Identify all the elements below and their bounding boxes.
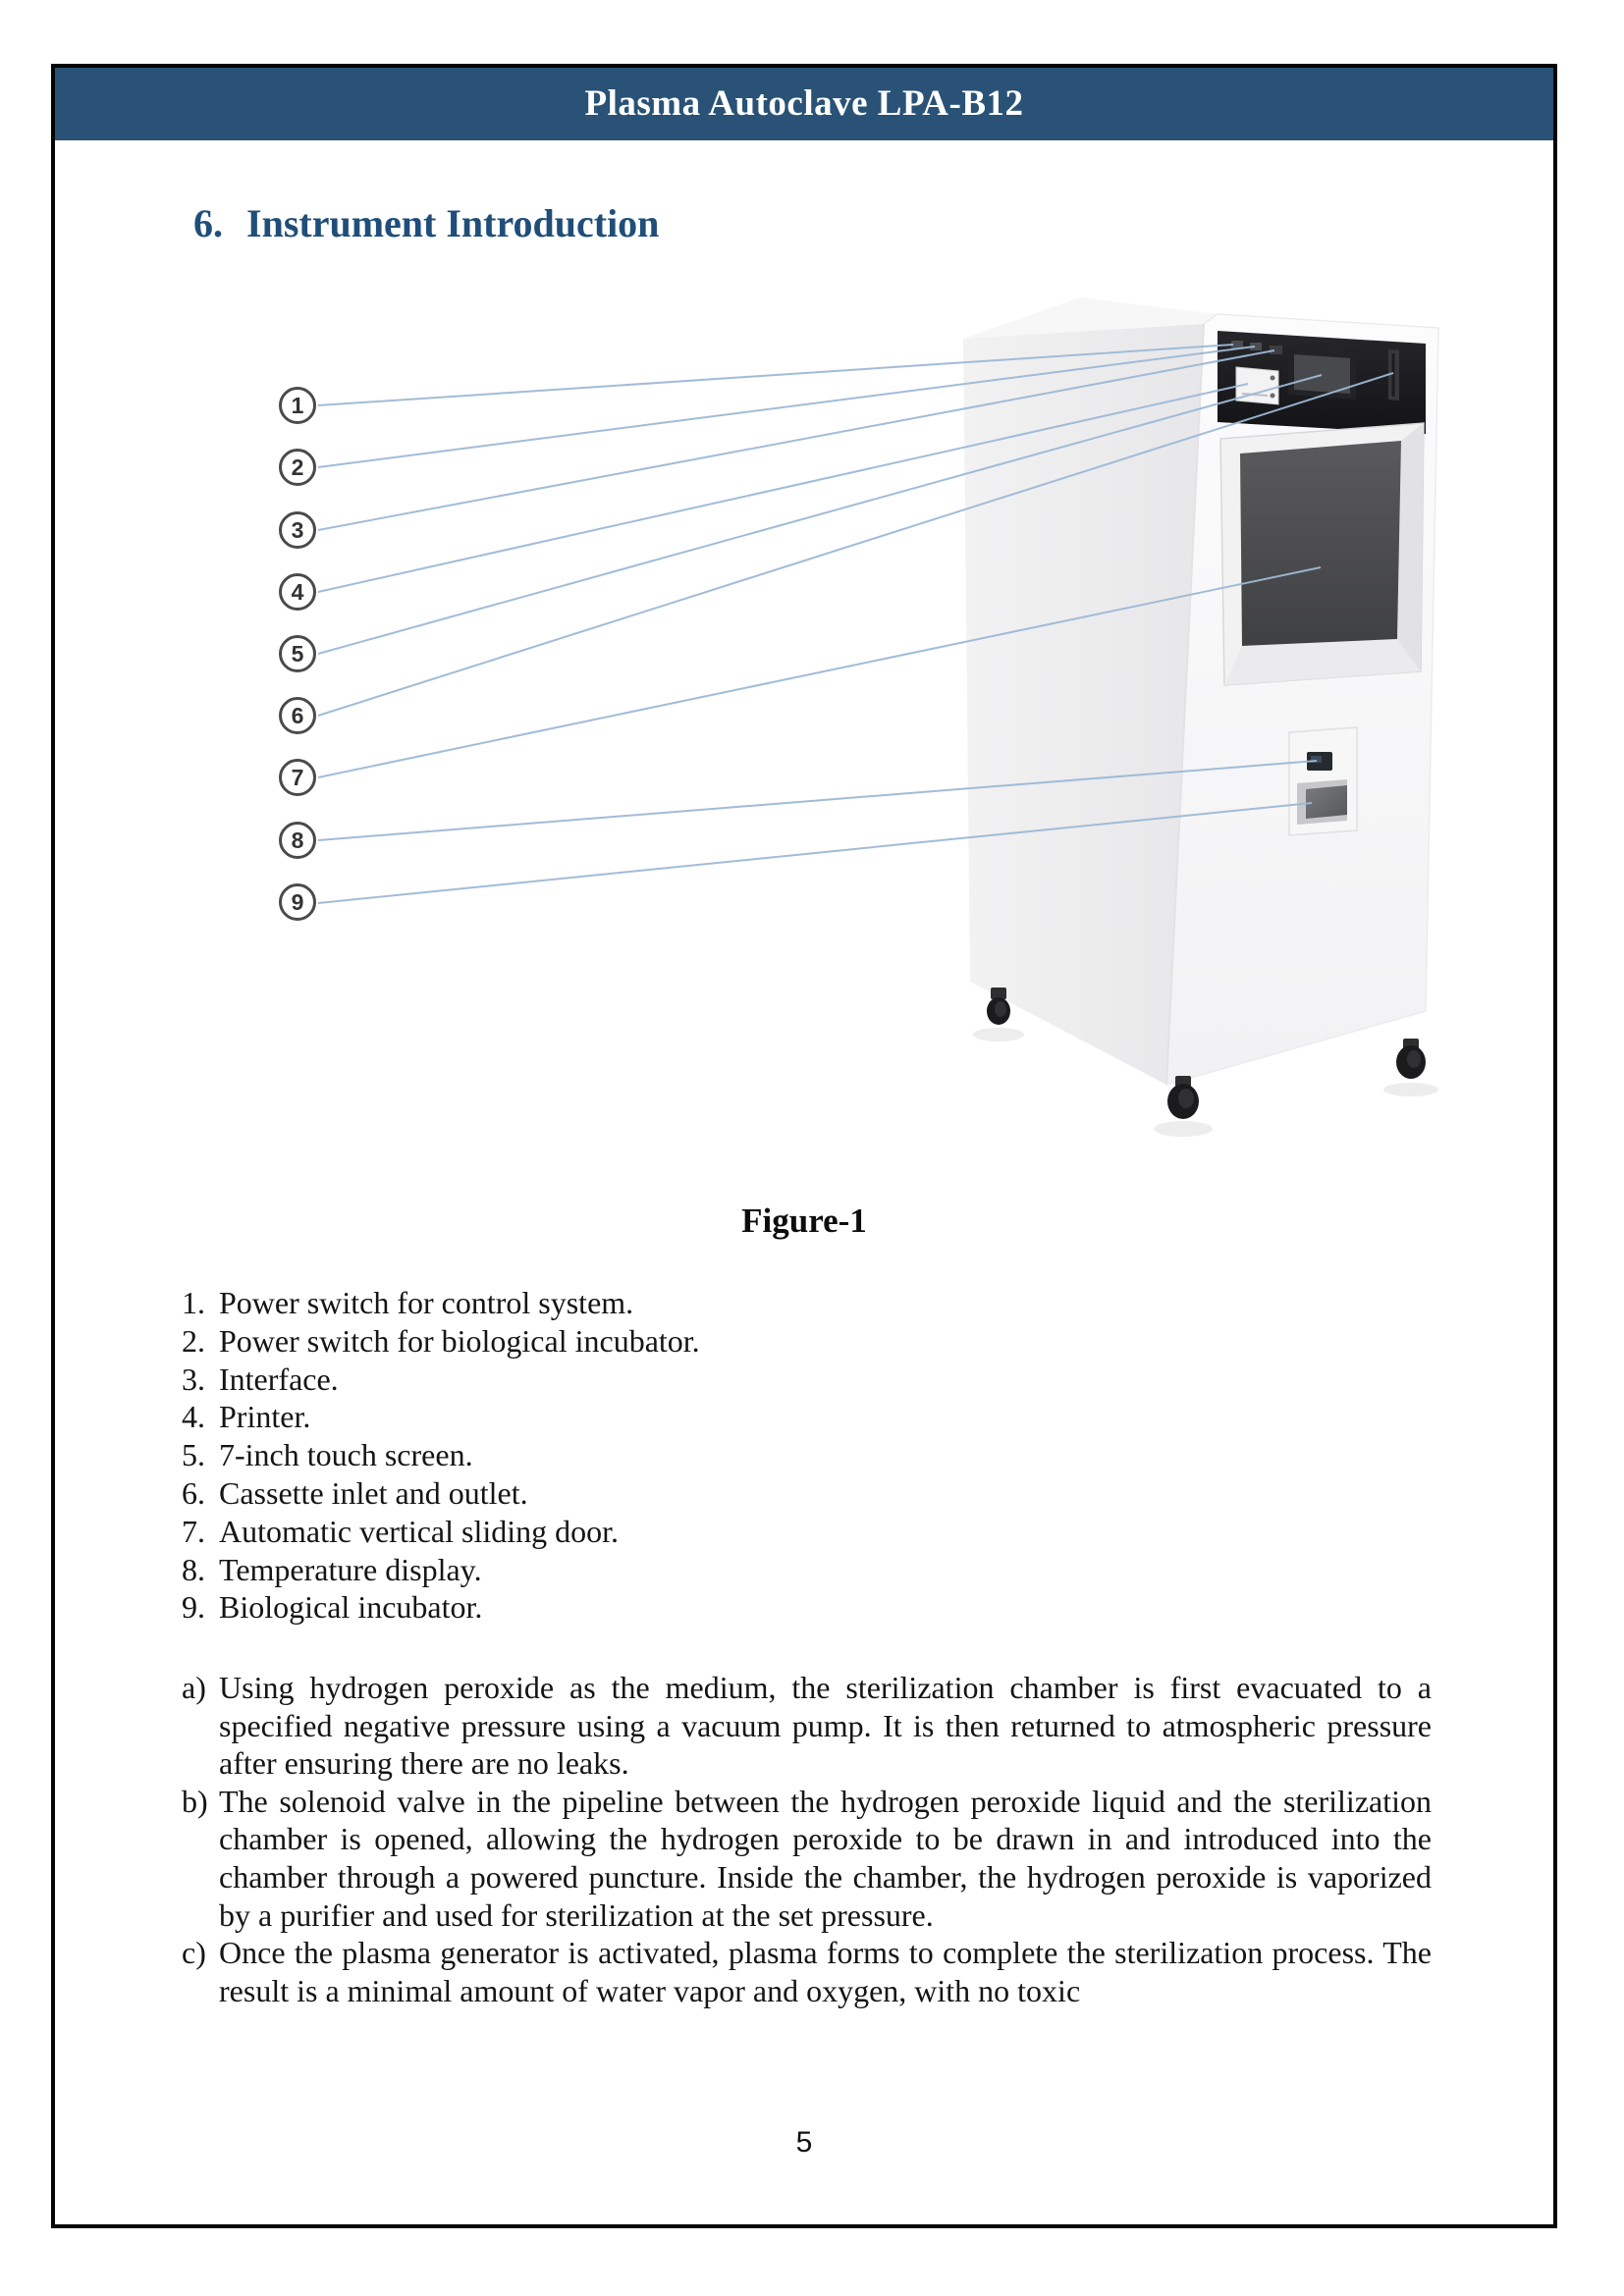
list-text: Biological incubator. <box>219 1589 483 1626</box>
callout-8-label: 8 <box>291 827 304 853</box>
paragraph-marker: c) <box>182 1935 206 1971</box>
callout-4: 4 <box>279 573 316 611</box>
parts-list: 1. Power switch for control system. 2. Pow… <box>182 1284 700 1627</box>
callout-7-label: 7 <box>291 764 304 790</box>
section-number: 6. <box>193 201 223 245</box>
cabinet-side-face <box>963 324 1204 1085</box>
printer-detail <box>1270 375 1275 381</box>
list-text: Power switch for control system. <box>219 1285 634 1320</box>
list-text: Temperature display. <box>219 1551 482 1587</box>
autoclave-illustration <box>317 297 1439 1137</box>
cabinet-corner-edge <box>1165 323 1205 1086</box>
list-marker: 7. <box>182 1513 205 1549</box>
interface-port-icon <box>1270 346 1282 354</box>
paragraph-b: b) The solenoid valve in the pipeline bet… <box>182 1783 1432 1934</box>
description-paragraphs: a) Using hydrogen peroxide as the medium,… <box>182 1669 1432 2009</box>
callout-2: 2 <box>279 449 316 486</box>
callout-1: 1 <box>279 387 316 424</box>
caster-wheel <box>987 988 1010 1025</box>
callout-9: 9 <box>279 883 316 921</box>
list-text: Printer. <box>219 1399 311 1435</box>
list-item: 6. Cassette inlet and outlet. <box>182 1474 700 1513</box>
page-header-band: Plasma Autoclave LPA-B12 <box>55 68 1553 140</box>
leader-line-8 <box>317 760 1318 841</box>
list-item: 4. Printer. <box>182 1398 700 1436</box>
paragraph-marker: a) <box>182 1670 206 1705</box>
leader-line-7 <box>317 566 1322 778</box>
incubator-opening <box>1306 785 1347 819</box>
callout-7: 7 <box>279 759 316 796</box>
callout-3-label: 3 <box>291 516 304 543</box>
list-item: 8. Temperature display. <box>182 1551 700 1589</box>
callout-5-label: 5 <box>291 640 304 667</box>
leader-line-2 <box>317 346 1256 468</box>
door-recess-right-bevel <box>1397 423 1424 671</box>
section-title: Instrument Introduction <box>246 201 660 245</box>
list-text: Cassette inlet and outlet. <box>219 1474 528 1511</box>
wheel-shadow <box>973 1028 1024 1041</box>
paragraph-text: Once the plasma generator is activated, … <box>219 1935 1432 2008</box>
door-recess-bottom-bevel <box>1224 639 1421 685</box>
cabinet-top-face <box>963 297 1218 339</box>
callout-3: 3 <box>279 511 316 549</box>
list-marker: 3. <box>182 1361 205 1397</box>
power-switch-incubator-icon <box>1250 343 1262 350</box>
paragraph-marker: b) <box>182 1783 208 1819</box>
callout-6-label: 6 <box>291 702 304 728</box>
document-title: Plasma Autoclave LPA-B12 <box>584 83 1024 124</box>
list-text: Power switch for biological incubator. <box>219 1322 700 1359</box>
paragraph-c: c) Once the plasma generator is activated… <box>182 1934 1432 2009</box>
wheel-shadow <box>1383 1083 1438 1096</box>
callout-6: 6 <box>279 697 316 734</box>
paragraph-text: Using hydrogen peroxide as the medium, t… <box>219 1670 1432 1782</box>
paragraph-a: a) Using hydrogen peroxide as the medium,… <box>182 1669 1432 1783</box>
list-marker: 9. <box>182 1589 205 1626</box>
list-item: 1. Power switch for control system. <box>182 1284 700 1322</box>
list-item: 2. Power switch for biological incubator. <box>182 1322 700 1361</box>
list-marker: 4. <box>182 1399 205 1435</box>
leader-line-1 <box>317 344 1234 406</box>
list-marker: 5. <box>182 1437 205 1473</box>
printer-slot <box>1241 393 1269 397</box>
list-text: Automatic vertical sliding door. <box>219 1513 620 1549</box>
callout-8: 8 <box>279 822 316 859</box>
callout-4-label: 4 <box>291 578 304 605</box>
list-text: 7-inch touch screen. <box>219 1437 473 1473</box>
list-marker: 6. <box>182 1474 205 1511</box>
figure-caption: Figure-1 <box>741 1201 867 1240</box>
page-number: 5 <box>795 2126 813 2159</box>
paragraph-text: The solenoid valve in the pipeline betwe… <box>219 1783 1432 1933</box>
list-item: 9. Biological incubator. <box>182 1588 700 1627</box>
touch-screen-icon <box>1294 354 1350 394</box>
list-marker: 1. <box>182 1285 205 1320</box>
leader-line-5 <box>317 374 1323 655</box>
temperature-display-digits <box>1311 756 1322 763</box>
leader-line-4 <box>317 383 1249 593</box>
leader-line-6 <box>317 372 1394 717</box>
caster-wheel <box>1167 1076 1199 1119</box>
printer-detail <box>1270 393 1275 399</box>
callout-2-label: 2 <box>291 454 304 480</box>
caster-wheel <box>1396 1039 1426 1079</box>
leader-line-9 <box>317 802 1313 904</box>
callout-5: 5 <box>279 635 316 672</box>
section-heading: 6. Instrument Introduction <box>193 200 659 246</box>
list-item: 3. Interface. <box>182 1361 700 1399</box>
list-text: Interface. <box>219 1361 339 1397</box>
list-marker: 2. <box>182 1322 205 1359</box>
wheel-shadow <box>1154 1121 1213 1137</box>
callout-1-label: 1 <box>291 392 304 418</box>
sliding-door-window <box>1240 441 1401 646</box>
callout-9-label: 9 <box>291 888 304 915</box>
list-marker: 8. <box>182 1551 205 1587</box>
power-switch-control-icon <box>1231 341 1243 348</box>
list-item: 5. 7-inch touch screen. <box>182 1436 700 1474</box>
leader-line-3 <box>317 349 1275 531</box>
list-item: 7. Automatic vertical sliding door. <box>182 1513 700 1551</box>
